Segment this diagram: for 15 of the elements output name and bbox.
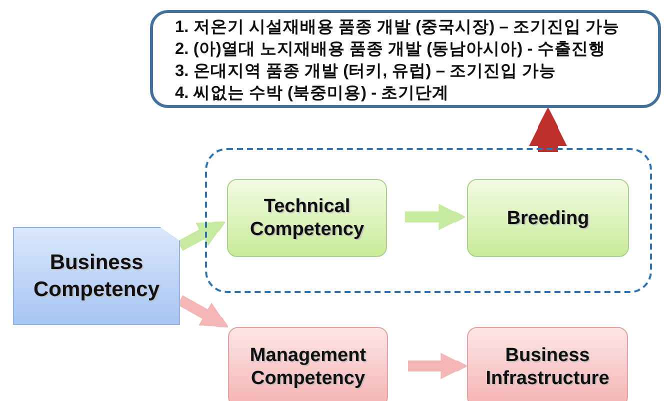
list-item: 2. (아)열대 노지재배용 품종 개발 (동남아시아) - 수출진행 <box>175 39 606 60</box>
document-box: Business Competency <box>13 227 180 325</box>
block-arrow <box>177 222 226 251</box>
list-item: 1. 저온기 시설재배용 품종 개발 (중국시장) – 조기진입 가능 <box>175 17 621 38</box>
note-box <box>150 10 661 108</box>
list-item: 3. 온대지역 품종 개발 (터키, 유럽) – 조기진입 가능 <box>175 61 558 82</box>
list-item: 4. 씨없는 수박 (북중미용) - 초기단계 <box>175 83 450 104</box>
process-box: Business Infrastructure <box>467 327 628 401</box>
process-box: Technical Competency <box>227 179 387 257</box>
process-box: Breeding <box>467 179 629 257</box>
block-arrow <box>529 108 567 152</box>
block-arrow <box>408 352 467 380</box>
dashed-group-box <box>205 148 652 293</box>
process-box: Management Competency <box>228 327 388 401</box>
block-arrow <box>405 204 465 230</box>
